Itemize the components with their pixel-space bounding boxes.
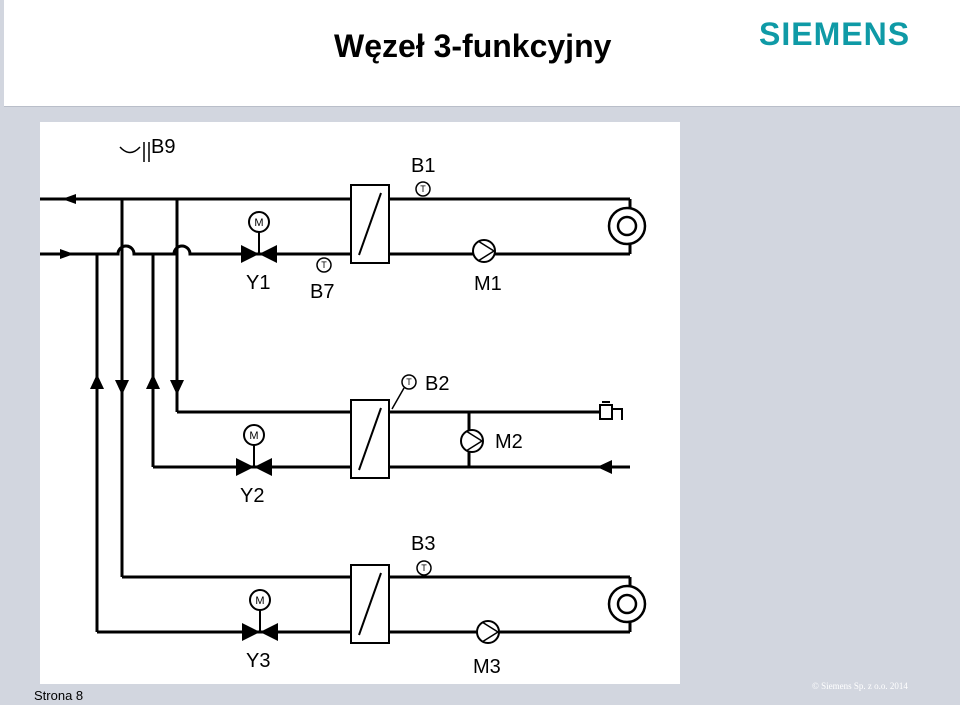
sensor-b2-symbol: T (406, 377, 412, 387)
sensor-b1-symbol: T (420, 184, 426, 194)
label-b9: B9 (151, 136, 175, 158)
diagram-svg: M M M T T T T B9 B1 B7 B2 B3 Y1 Y2 Y3 M1… (40, 136, 647, 678)
return-arrow-icon (60, 249, 74, 259)
pump-m1-icon (472, 239, 496, 263)
up-arrow-icon (90, 374, 104, 389)
sensor-b7-symbol: T (321, 260, 327, 270)
supply-arrow-icon (62, 194, 76, 204)
tap-icon (599, 401, 623, 420)
down-arrow-icon (115, 380, 129, 395)
down-arrow-icon (170, 380, 184, 395)
label-m2: M2 (495, 431, 523, 453)
pump-m3-icon (476, 620, 500, 644)
label-b1: B1 (411, 155, 435, 177)
siemens-logo: SIEMENS (759, 16, 911, 52)
primary-return-line (40, 244, 630, 256)
motor-y1-label: M (254, 217, 263, 229)
pump-m2-icon (460, 429, 484, 453)
label-m1: M1 (474, 273, 502, 295)
valve-y3-icon (242, 589, 278, 641)
copyright-notice: © Siemens Sp. z o.o. 2014 (812, 681, 908, 691)
slide-title: Węzeł 3-funkcyjny (334, 28, 612, 64)
hydraulic-diagram: M M M T T T T B9 B1 B7 B2 B3 Y1 Y2 Y3 M1… (40, 122, 680, 684)
motor-y2-label: M (249, 430, 258, 442)
sensor-b7-icon (316, 257, 332, 273)
consumer-3-icon (607, 584, 647, 624)
label-b7: B7 (310, 281, 334, 303)
sensor-b2-icon (401, 374, 417, 390)
label-y1: Y1 (246, 272, 270, 294)
slide-header: Węzeł 3-funkcyjny SIEMENS (4, 0, 960, 107)
heat-exchanger-3 (350, 564, 390, 644)
page-number: Strona 8 (34, 688, 84, 703)
sensor-b3-icon (416, 560, 432, 576)
label-m3: M3 (473, 656, 501, 678)
valve-y1-icon (241, 211, 277, 263)
valve-y2-icon (236, 424, 272, 476)
label-y3: Y3 (246, 650, 270, 672)
label-b3: B3 (411, 533, 435, 555)
consumer-1-icon (607, 206, 647, 246)
up-arrow-icon (146, 374, 160, 389)
inlet-arrow-icon (597, 460, 612, 474)
sensor-b1-icon (415, 181, 431, 197)
sensor-b3-symbol: T (421, 563, 427, 573)
label-b2: B2 (425, 373, 449, 395)
label-y2: Y2 (240, 485, 264, 507)
outdoor-sensor-icon (119, 142, 150, 162)
motor-y3-label: M (255, 595, 264, 607)
